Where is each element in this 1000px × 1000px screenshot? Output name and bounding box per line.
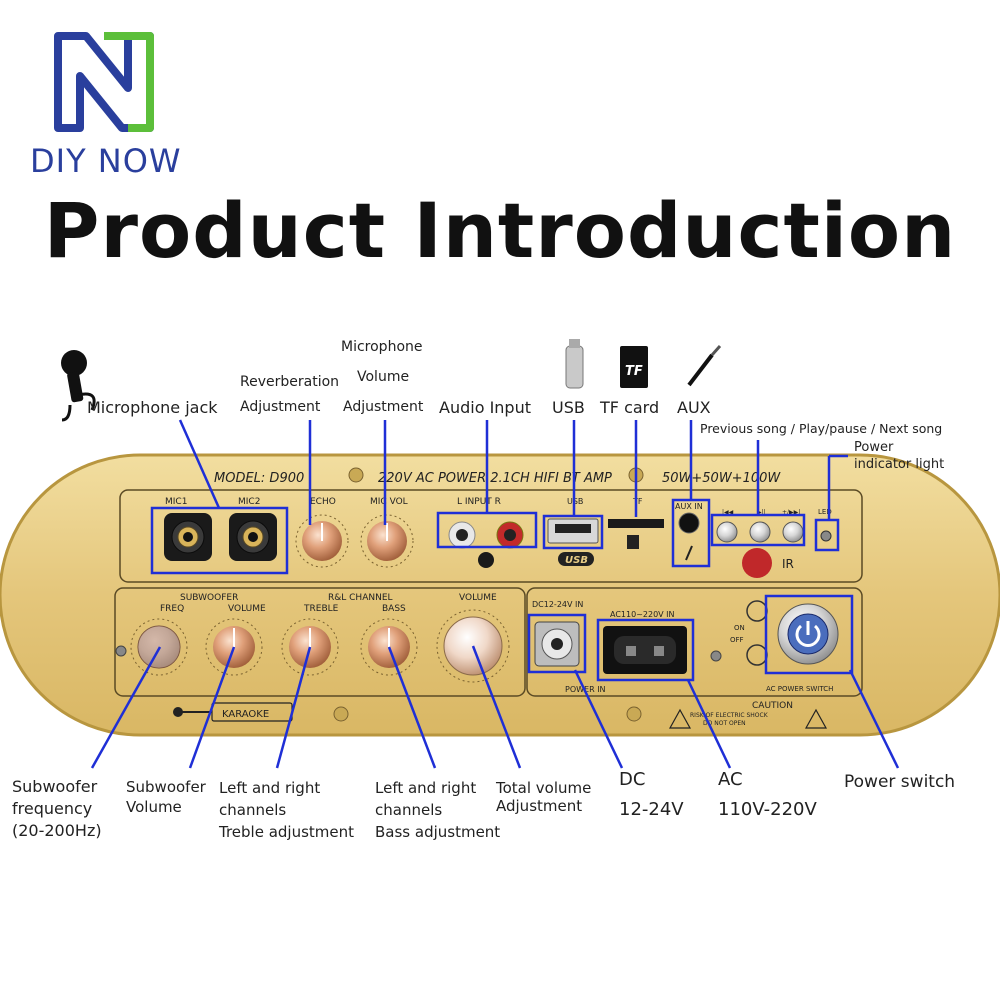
sd-card-icon: [627, 535, 639, 549]
brand-logo-icon: [54, 32, 154, 132]
panel-play: ▶||: [757, 509, 766, 516]
panel-total-volume: VOLUME: [459, 593, 497, 603]
label-ac-2: 110V-220V: [718, 799, 817, 820]
tf-card-slot[interactable]: [608, 519, 664, 549]
panel-led: LED: [818, 508, 832, 516]
power-led: [820, 530, 832, 542]
label-treble-1: Left and right: [219, 779, 321, 797]
ac-power-socket[interactable]: [603, 626, 687, 674]
label-bass-1: Left and right: [375, 779, 477, 797]
panel-ac-in: AC110~220V IN: [610, 610, 675, 619]
panel-subwoofer: SUBWOOFER: [180, 593, 238, 603]
mic-jack-1[interactable]: [164, 513, 212, 561]
label-bass-2: channels: [375, 801, 443, 819]
usb-drive-icon: [565, 339, 584, 389]
play-pause-button[interactable]: [749, 521, 771, 543]
label-power-led-2: indicator light: [854, 457, 945, 472]
rca-input-right[interactable]: [496, 521, 524, 549]
microphone-icon: [61, 350, 96, 422]
aux-cable-icon: [687, 345, 722, 387]
panel-caution: CAUTION: [752, 701, 793, 711]
panel-ac-power-switch: AC POWER SWITCH: [766, 685, 833, 693]
callout-lines: [90, 419, 900, 769]
panel-dc-in: DC12-24V IN: [532, 600, 583, 609]
ir-receiver-icon: [478, 552, 494, 568]
previous-song-button[interactable]: [716, 521, 738, 543]
label-power-led-1: Power: [854, 440, 894, 455]
panel-input: L INPUT R: [457, 497, 501, 507]
label-sub-vol-2: Volume: [126, 798, 182, 816]
panel-aux-in: AUX IN: [675, 502, 703, 511]
svg-text:TF: TF: [625, 364, 643, 379]
aux-plug-icon: [685, 545, 693, 561]
label-audio-input: Audio Input: [439, 398, 531, 417]
label-mic-vol-1: Microphone: [341, 339, 423, 355]
label-reverb-1: Reverberation: [240, 374, 340, 390]
panel-on: ON: [734, 624, 745, 632]
label-usb: USB: [552, 398, 585, 417]
label-dc-1: DC: [619, 769, 646, 790]
page-title: Product Introduction: [43, 186, 957, 275]
label-power-switch: Power switch: [844, 772, 956, 792]
panel-rl-channel: R&L CHANNEL: [328, 593, 393, 603]
panel-mic2: MIC2: [238, 497, 260, 507]
label-sub-vol-1: Subwoofer: [126, 778, 206, 796]
panel-model: MODEL: D900: [214, 471, 304, 486]
warning-icon: [668, 708, 828, 729]
usb-badge: USB: [558, 552, 594, 566]
panel-next: +/▶▶|: [782, 509, 800, 516]
panel-risk1: RISK OF ELECTRIC SHOCK: [690, 712, 769, 719]
ir-window: [742, 548, 772, 578]
label-sub-freq-3: (20-200Hz): [12, 821, 102, 840]
panel-freq: FREQ: [160, 604, 184, 614]
label-tf-card: TF card: [600, 398, 660, 417]
echo-knob[interactable]: [295, 514, 349, 568]
mic-volume-knob[interactable]: [360, 514, 414, 568]
label-mic-vol-3: Adjustment: [343, 399, 424, 415]
power-switch-button[interactable]: [777, 603, 839, 665]
panel-power-spec: 220V AC POWER 2.1CH HIFI BT AMP: [378, 471, 612, 486]
label-treble-2: channels: [219, 801, 287, 819]
panel-volume: VOLUME: [228, 604, 266, 614]
dc-power-jack[interactable]: [534, 621, 580, 667]
panel-mic-vol: MIC VOL: [370, 497, 408, 507]
panel-watts: 50W+50W+100W: [662, 471, 781, 486]
label-total-vol-1: Total volume: [496, 779, 592, 797]
panel-mic1: MIC1: [165, 497, 187, 507]
brand-name: DIY NOW: [30, 142, 182, 180]
label-song-controls: Previous song / Play/pause / Next song: [700, 421, 943, 436]
label-sub-freq-2: frequency: [12, 799, 93, 818]
panel-karaoke: KARAOKE: [222, 709, 269, 720]
panel-prev: |◀◀: [722, 509, 734, 516]
label-reverb-2: Adjustment: [240, 399, 321, 415]
label-treble-3: Treble adjustment: [219, 823, 355, 841]
next-song-button[interactable]: [782, 521, 804, 543]
rca-input-left[interactable]: [448, 521, 476, 549]
label-total-vol-2: Adjustment: [496, 797, 583, 815]
label-aux: AUX: [677, 398, 711, 417]
label-sub-freq-1: Subwoofer: [12, 777, 98, 796]
aux-jack[interactable]: [678, 512, 700, 561]
label-microphone-jack: Microphone jack: [87, 398, 218, 417]
panel-tf: TF: [632, 497, 643, 506]
svg-text:USB: USB: [565, 555, 588, 566]
panel-echo: ECHO: [310, 497, 336, 507]
label-dc-2: 12-24V: [619, 799, 684, 820]
panel-ir: IR: [782, 557, 794, 571]
label-mic-vol-2: Volume: [357, 369, 410, 385]
usb-port[interactable]: [547, 518, 599, 544]
label-ac-1: AC: [718, 769, 743, 790]
panel-off: OFF: [730, 636, 744, 644]
mic-jack-2[interactable]: [229, 513, 277, 561]
panel-risk2: DO NOT OPEN: [703, 720, 746, 727]
panel-bass: BASS: [382, 604, 406, 614]
tf-card-icon: TF: [620, 346, 648, 388]
label-bass-3: Bass adjustment: [375, 823, 501, 841]
panel-treble: TREBLE: [303, 604, 339, 614]
